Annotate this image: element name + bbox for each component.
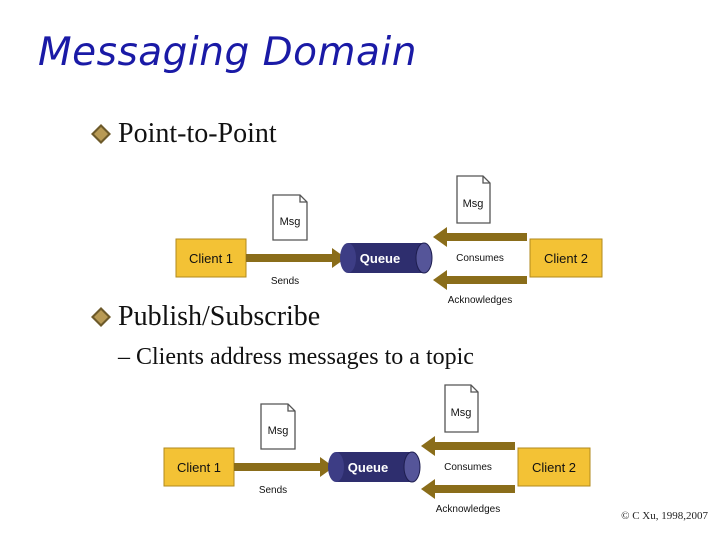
client1-label: Client 1	[177, 460, 221, 475]
consumes-arrow: Consumes	[433, 227, 527, 264]
consumes-label: Consumes	[444, 462, 492, 473]
bullet-text: Publish/Subscribe	[118, 301, 321, 332]
diamond-bullet-icon	[91, 307, 111, 327]
queue-label: Queue	[348, 460, 388, 475]
queue-cylinder: Queue	[340, 242, 433, 274]
acknowledges-arrow: Acknowledges	[421, 479, 515, 515]
point-to-point-diagram: Msg Msg Client 1 Sends Queue Consumes Ac…	[175, 175, 603, 306]
diamond-bullet-icon	[91, 124, 111, 144]
msg-label: Msg	[280, 216, 301, 228]
sends-arrow: Sends	[234, 457, 334, 496]
msg-label: Msg	[463, 198, 484, 210]
message-document-icon: Msg	[456, 175, 491, 224]
client2-label: Client 2	[532, 460, 576, 475]
consumes-arrow: Consumes	[421, 436, 515, 473]
copyright-notice: © C Xu, 1998,2007	[621, 510, 708, 522]
acknowledges-label: Acknowledges	[436, 504, 500, 515]
acknowledges-arrow: Acknowledges	[433, 270, 527, 306]
client1-box: Client 1	[175, 238, 247, 278]
client1-box: Client 1	[163, 447, 235, 487]
sends-label: Sends	[259, 485, 287, 496]
bullet-point-to-point: Point-to-Point	[90, 118, 277, 150]
subbullet-topic: – Clients address messages to a topic	[118, 344, 474, 370]
sends-label: Sends	[271, 276, 299, 287]
message-document-icon: Msg	[444, 384, 479, 433]
queue-label: Queue	[360, 251, 400, 266]
message-document-icon: Msg	[272, 194, 308, 241]
sends-arrow: Sends	[246, 248, 346, 287]
bullet-publish-subscribe: Publish/Subscribe	[90, 301, 320, 333]
client1-label: Client 1	[189, 251, 233, 266]
publish-subscribe-diagram: Msg Msg Client 1 Sends Queue Consumes Ac…	[163, 384, 591, 515]
message-document-icon: Msg	[260, 403, 296, 450]
bullet-text: Point-to-Point	[118, 118, 277, 149]
client2-label: Client 2	[544, 251, 588, 266]
consumes-label: Consumes	[456, 253, 504, 264]
client2-box: Client 2	[517, 447, 591, 487]
slide-title: Messaging Domain	[38, 30, 417, 75]
queue-cylinder: Queue	[328, 451, 421, 483]
acknowledges-label: Acknowledges	[448, 295, 512, 306]
msg-label: Msg	[451, 407, 472, 419]
client2-box: Client 2	[529, 238, 603, 278]
msg-label: Msg	[268, 425, 289, 437]
